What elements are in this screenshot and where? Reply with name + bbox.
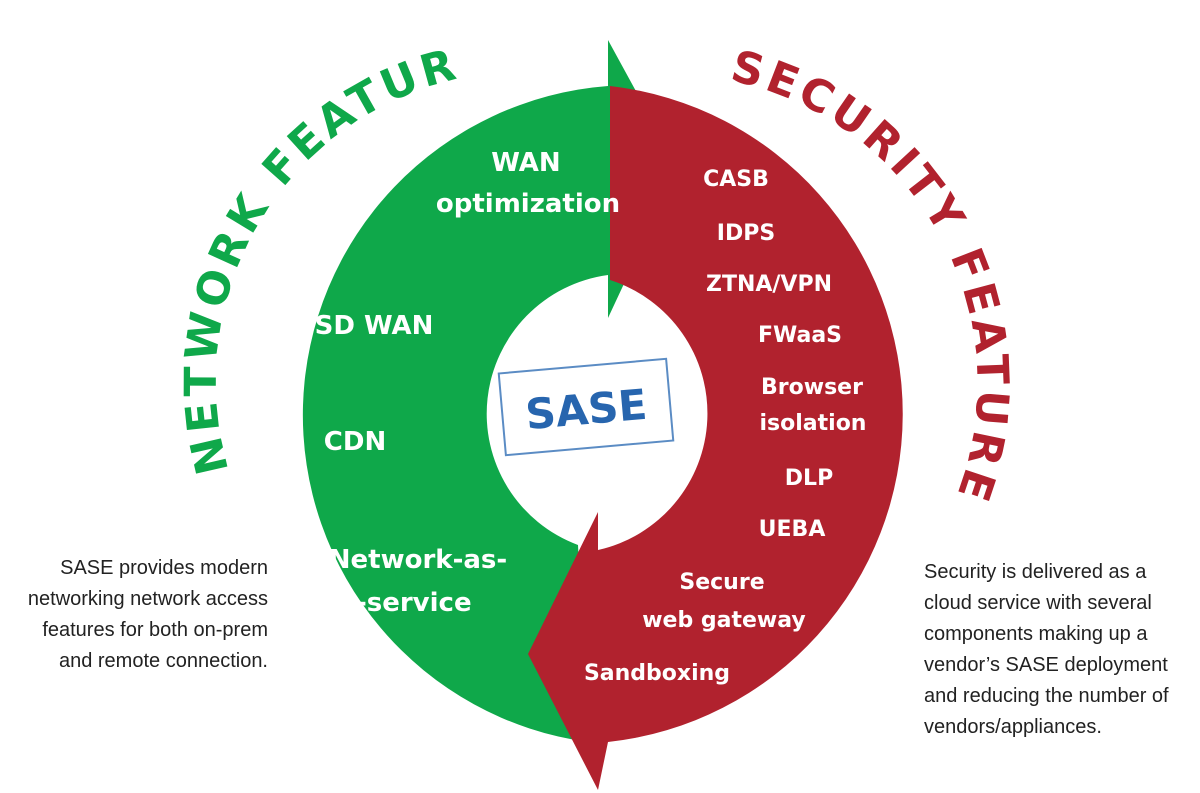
network-item-sd-wan: SD WAN [315, 311, 434, 341]
network-arrow [302, 40, 678, 742]
security-item-dlp: DLP [785, 466, 833, 491]
network-item-cdn: CDN [324, 427, 386, 457]
network-note-line: SASE provides modern [60, 557, 268, 579]
security-note-line: vendors/appliances. [924, 716, 1102, 738]
network-item-naas-2: a-service [338, 588, 471, 618]
security-note-line: and reducing the number of [924, 685, 1169, 707]
network-note-line: features for both on-prem [42, 619, 268, 641]
security-note-line: components making up a [924, 623, 1148, 645]
network-note: SASE provides modern networking network … [0, 553, 268, 677]
sase-label: SASE [523, 380, 649, 439]
sase-box: SASE [497, 357, 675, 457]
network-note-line: networking network access [27, 588, 268, 610]
network-item-wan-1: WAN [491, 148, 560, 178]
security-note: Security is delivered as a cloud service… [924, 557, 1194, 743]
security-note-line: cloud service with several [924, 592, 1152, 614]
security-item-browser-1: Browser [761, 375, 863, 400]
security-note-line: vendor’s SASE deployment [924, 654, 1168, 676]
security-arrow [528, 86, 903, 790]
security-item-swg-2: web gateway [642, 608, 806, 633]
security-item-idps: IDPS [717, 221, 775, 246]
network-note-line: and remote connection. [58, 650, 268, 672]
security-note-line: Security is delivered as a [924, 561, 1147, 583]
security-item-fwaas: FWaaS [758, 323, 842, 348]
security-item-swg-1: Secure [679, 570, 764, 595]
network-item-naas-1: Network-as- [329, 545, 507, 575]
security-item-ztna-vpn: ZTNA/VPN [706, 272, 832, 297]
network-item-wan-2: optimization [436, 189, 620, 219]
security-item-browser-2: isolation [760, 411, 867, 436]
security-item-ueba: UEBA [759, 517, 826, 542]
security-item-sandboxing: Sandboxing [584, 661, 730, 686]
security-item-casb: CASB [703, 167, 769, 192]
